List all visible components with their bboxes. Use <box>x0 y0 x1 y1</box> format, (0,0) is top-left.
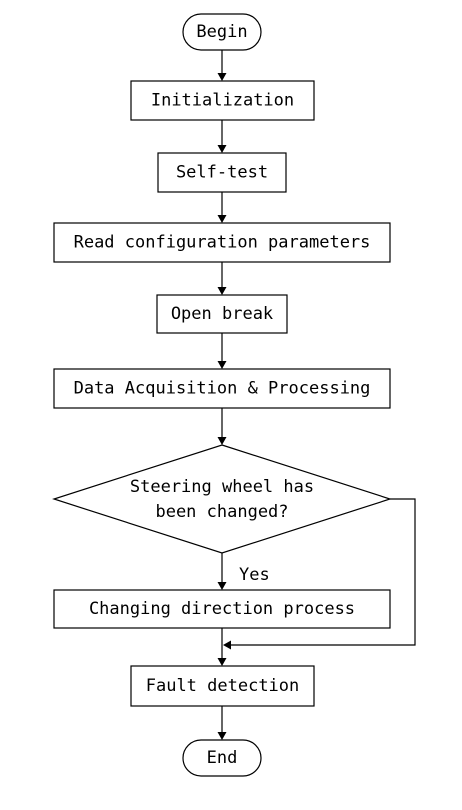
edges <box>217 50 416 740</box>
node-read-configuration: Read configuration parameters <box>53 222 391 263</box>
process-shape <box>130 665 315 707</box>
process-shape <box>156 294 288 334</box>
node-end: End <box>182 739 262 777</box>
node-end-label: End <box>207 748 238 768</box>
arrowhead-decision-bypass <box>223 640 231 650</box>
decision-shape <box>52 444 392 554</box>
node-changing-direction: Changing direction process <box>53 589 391 629</box>
node-open-break-label: Open break <box>171 304 273 324</box>
terminator-shape <box>182 739 262 777</box>
node-self-test: Self-test <box>157 152 287 193</box>
node-decision-steering: Steering wheel has been changed? <box>52 444 392 554</box>
node-decision-line2: been changed? <box>155 502 288 522</box>
arrowhead-changing-fault <box>217 658 227 666</box>
node-read-configuration-label: Read configuration parameters <box>74 233 371 253</box>
process-shape <box>157 152 287 193</box>
arrowhead-init-selftest <box>217 145 227 153</box>
arrowhead-daq-decision <box>217 437 227 445</box>
node-changing-direction-label: Changing direction process <box>89 599 355 619</box>
node-fault-detection: Fault detection <box>130 665 315 707</box>
arrowhead-begin-init <box>217 73 227 81</box>
node-begin: Begin <box>182 13 262 51</box>
node-self-test-label: Self-test <box>176 163 268 183</box>
node-initialization: Initialization <box>130 80 315 121</box>
arrowhead-openbreak-daq <box>217 361 227 369</box>
node-initialization-label: Initialization <box>151 91 294 111</box>
process-shape <box>53 368 391 409</box>
arrowhead-readcfg-openbreak <box>217 287 227 295</box>
arrowhead-decision-changing <box>217 582 227 590</box>
node-data-acquisition: Data Acquisition & Processing <box>53 368 391 409</box>
arrowhead-selftest-readcfg <box>217 215 227 223</box>
node-begin-label: Begin <box>196 22 247 42</box>
edge-label-yes: Yes <box>239 565 270 585</box>
process-shape <box>130 80 315 121</box>
process-shape <box>53 222 391 263</box>
terminator-shape <box>182 13 262 51</box>
node-fault-detection-label: Fault detection <box>146 676 300 696</box>
node-open-break: Open break <box>156 294 288 334</box>
arrowhead-fault-end <box>217 732 227 740</box>
node-data-acquisition-label: Data Acquisition & Processing <box>74 379 371 399</box>
process-shape <box>53 589 391 629</box>
edge-decision-bypass <box>231 498 416 646</box>
node-decision-line1: Steering wheel has <box>130 477 314 497</box>
